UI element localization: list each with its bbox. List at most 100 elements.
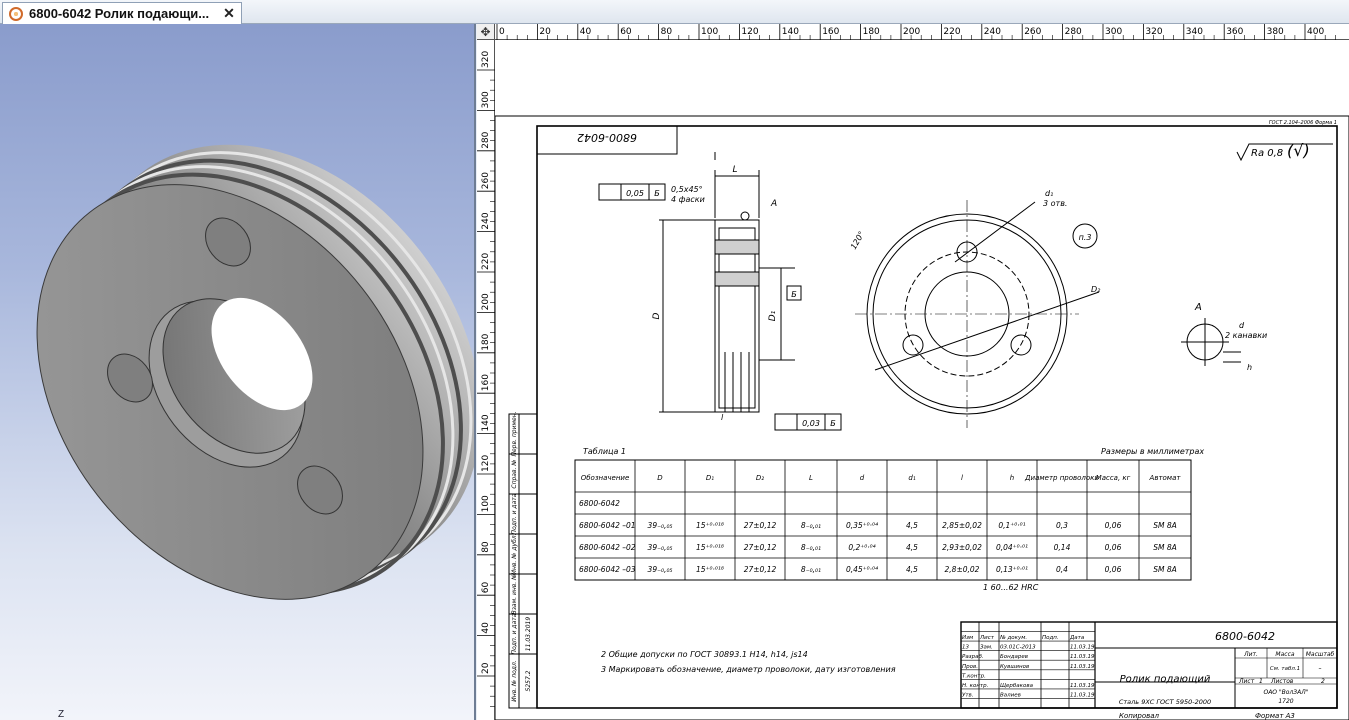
table-cell: 39₋₀,₀₅	[648, 521, 673, 530]
title-block-cell: Кувшинов	[1000, 664, 1029, 670]
table-cell: 0,14	[1054, 543, 1071, 552]
table-cell: 8₋₀,₀₁	[801, 565, 821, 574]
table-header-cell: D₁	[706, 474, 714, 482]
copied-label: Копировал	[1119, 712, 1160, 720]
table-cell: 27±0,12	[744, 521, 777, 530]
dim-D1: D₁	[768, 310, 778, 321]
roughness-value: Ra 0,8	[1251, 148, 1283, 159]
title-company: ОАО "ВолЗАЛ"	[1263, 689, 1308, 696]
base-a-mark: А	[770, 199, 777, 209]
ruler-v-tick: 40	[481, 622, 491, 634]
title-block-cell: Н. контр.	[962, 683, 989, 689]
table-header-cell: L	[809, 474, 813, 482]
note-1: 1 60...62 HRC	[983, 583, 1039, 592]
ruler-h-tick: 220	[943, 27, 960, 37]
table-cell: 8₋₀,₀₁	[801, 521, 821, 530]
table-header-cell: d	[860, 474, 865, 482]
title-material: Сталь 9ХС ГОСТ 5950-2000	[1119, 698, 1211, 706]
table-cell: 39₋₀,₀₅	[648, 543, 673, 552]
title-block-cell: 03.01С-2013	[1000, 645, 1036, 651]
title-sheets-value: 2	[1321, 678, 1325, 685]
ruler-v-tick: 120	[481, 455, 491, 472]
ruler-corner-move-icon[interactable]: ✥	[477, 24, 495, 40]
3d-model-view[interactable]: Z	[0, 24, 476, 720]
table-header-cell: Автомат	[1149, 474, 1182, 482]
table-cell: 0,13⁺⁰·⁰¹	[996, 565, 1028, 574]
title-block-cell: № докум.	[999, 635, 1027, 641]
detail-d: d	[1239, 321, 1245, 330]
title-block-cell: Зам.	[980, 645, 993, 651]
ruler-h-tick: 0	[499, 27, 505, 37]
table-cell: 0,06	[1105, 543, 1122, 552]
ruler-h-tick: 360	[1226, 27, 1243, 37]
title-designation: 6800-6042	[1215, 630, 1275, 643]
document-tab-bar: 6800-6042 Ролик подающи... ✕	[0, 0, 1349, 24]
title-sheets-label: Листов	[1270, 678, 1294, 685]
dim-d1: d₁	[1045, 189, 1053, 198]
section-view	[659, 152, 795, 413]
ruler-h-tick: 180	[863, 27, 880, 37]
close-icon[interactable]: ✕	[223, 5, 235, 21]
ruler-h-tick: 320	[1145, 27, 1162, 37]
ruler-h-tick: 40	[580, 27, 592, 37]
detail-grooves: 2 канавки	[1225, 331, 1267, 340]
table-cell: 0,3	[1056, 521, 1068, 530]
dim-D2: D₂	[1091, 285, 1101, 294]
runout-tolerance-2: 0,03	[802, 419, 820, 428]
table-cell: SM 8A	[1153, 543, 1177, 552]
table-cell: 0,1⁺⁰·⁰¹	[998, 521, 1025, 530]
sidebar-cell-label: Подп. и дата	[511, 493, 518, 534]
table-cell: 6800-6042 –03	[579, 565, 636, 574]
table-cell: 0,35⁺⁰·⁰⁴	[846, 521, 878, 530]
detail-a-view	[1181, 318, 1241, 366]
chamfer-dim: 0,5х45°	[671, 185, 703, 194]
ruler-h-tick: 380	[1267, 27, 1284, 37]
title-scale-label: Масштаб	[1306, 651, 1335, 658]
title-block-cell: Утв.	[962, 692, 974, 698]
roller-3d-model	[36, 144, 474, 600]
ruler-v-tick: 260	[481, 172, 491, 189]
table-cell: 2,85±0,02	[942, 521, 982, 530]
format-label: Формат А3	[1255, 712, 1295, 720]
table-cell: 0,45⁺⁰·⁰⁴	[846, 565, 878, 574]
title-lit-label: Лит.	[1243, 651, 1258, 658]
table-cell: 15⁺⁰·⁰¹⁸	[696, 543, 724, 552]
table-header-cell: Диаметр проволоки	[1024, 474, 1099, 482]
title-block-cell: Щербакова	[1000, 683, 1034, 689]
ruler-h-tick: 80	[661, 27, 673, 37]
table-cell: 0,04⁺⁰·⁰¹	[996, 543, 1028, 552]
table-caption: Таблица 1	[583, 447, 626, 456]
sidebar-cell-label: Инв. № дубл.	[511, 533, 518, 574]
title-block-cell: 11.03.19	[1070, 664, 1095, 670]
ruler-v-tick: 300	[481, 91, 491, 108]
ruler-h-tick: 200	[903, 27, 920, 37]
title-block-cell: Бондарев	[1000, 654, 1028, 660]
title-mass-label: Масса	[1275, 651, 1294, 658]
dim-l-small: l	[721, 413, 724, 422]
document-tab[interactable]: 6800-6042 Ролик подающи... ✕	[2, 2, 242, 24]
title-block-cell: Пров.	[962, 664, 978, 670]
roughness-brackets: (√)	[1287, 141, 1310, 160]
note-3: 3 Маркировать обозначение, диаметр прово…	[601, 665, 896, 674]
runout-base-2: Б	[830, 419, 836, 428]
title-block-cell: Изм	[962, 635, 973, 641]
table-header-cell: D₂	[756, 474, 764, 482]
ruler-v-tick: 80	[481, 541, 491, 553]
ruler-v-tick: 160	[481, 374, 491, 391]
ruler-h-tick: 260	[1024, 27, 1041, 37]
table-cell: 4,5	[906, 565, 918, 574]
format-note: ГОСТ 2.104–2006 Форма 1	[1269, 120, 1337, 126]
title-block-cell: Лист	[979, 635, 995, 641]
table-cell: 2,8±0,02	[945, 565, 980, 574]
table-header-cell: d₁	[908, 474, 915, 482]
table-cell: 2,93±0,02	[942, 543, 982, 552]
table-cell: 15⁺⁰·⁰¹⁸	[696, 565, 724, 574]
table-cell: 0,06	[1105, 565, 1122, 574]
title-block-cell: Подп.	[1042, 635, 1059, 641]
detail-a-label: А	[1194, 302, 1202, 313]
ruler-h-tick: 340	[1186, 27, 1203, 37]
